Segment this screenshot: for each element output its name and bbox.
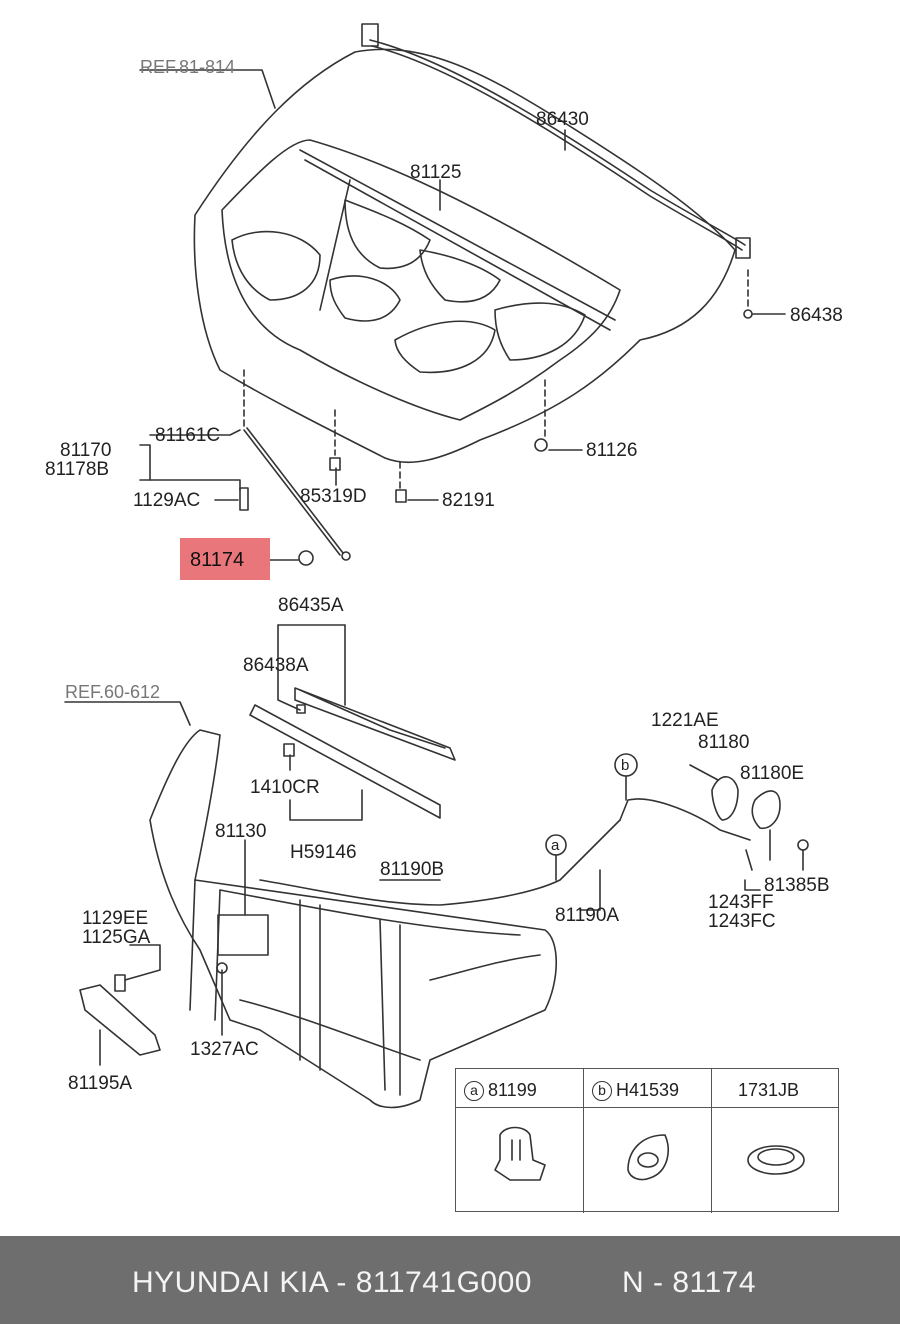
hood-weatherstrip — [361, 23, 751, 259]
part-label-81178B: 81178B — [45, 459, 110, 480]
hood-panel — [193, 48, 736, 464]
legend-cell-plain: 1731JB — [712, 1069, 838, 1213]
marker-a: a — [551, 837, 560, 854]
exploded-view-drawing — [64, 23, 809, 1181]
legend-part-H41539: H41539 — [616, 1080, 680, 1100]
part-label-81125: 81125 — [410, 162, 462, 183]
part-label-81195A: 81195A — [68, 1073, 133, 1094]
part-label-82191: 82191 — [442, 490, 495, 511]
part-label-86438A: 86438A — [243, 655, 309, 676]
part-label-1327AC: 1327AC — [190, 1039, 259, 1060]
part-label-81170: 81170 — [60, 440, 112, 461]
legend-part-81199: 81199 — [488, 1080, 537, 1100]
part-label-81180E: 81180E — [740, 763, 805, 784]
part-label-1243FC: 1243FC — [708, 911, 776, 932]
part-label-1410CR: 1410CR — [250, 777, 320, 798]
part-label-1243FF: 1243FF — [708, 892, 774, 913]
footer-bar: HYUNDAI KIA - 811741G000 N - 81174 — [0, 1236, 900, 1324]
parts-diagram: REF.81-814 REF.60-612 86430 81125 86438 … — [45, 23, 843, 1213]
footer-reference: N - 81174 — [622, 1266, 757, 1299]
highlighted-part-81174: 81174 — [180, 538, 270, 580]
part-label-1221AE: 1221AE — [651, 710, 719, 731]
hood-release-cable — [259, 798, 751, 906]
ref-panel: REF.60-612 — [65, 682, 161, 702]
part-label-85319D: 85319D — [300, 486, 367, 507]
footer-part-number: HYUNDAI KIA - 811741G000 — [132, 1266, 532, 1299]
part-label-81190A: 81190A — [555, 905, 620, 926]
part-label-81130: 81130 — [215, 821, 267, 842]
legend-marker-b: b — [592, 1081, 612, 1102]
part-label-81126: 81126 — [586, 440, 638, 461]
cowl-seals — [249, 687, 456, 819]
legend-part-1731JB: 1731JB — [738, 1080, 800, 1100]
part-label-81190B: 81190B — [380, 859, 445, 880]
legend-divider — [456, 1107, 838, 1108]
part-label-H59146: H59146 — [290, 842, 357, 863]
part-label-81180: 81180 — [698, 732, 750, 753]
part-label-86438: 86438 — [790, 305, 843, 326]
legend-icons — [494, 1126, 805, 1181]
ref-hood: REF.81-814 — [140, 57, 236, 77]
part-label-86430: 86430 — [536, 109, 589, 130]
part-label-81385B: 81385B — [764, 875, 830, 896]
part-label-1129EE: 1129EE — [82, 908, 149, 929]
radiator-support-panel — [149, 729, 558, 1109]
marker-b: b — [621, 757, 630, 774]
part-label-1129AC: 1129AC — [133, 490, 201, 511]
part-label-1125GA: 1125GA — [82, 927, 151, 948]
part-label-81161C: 81161C — [155, 425, 221, 446]
part-label-86435A: 86435A — [278, 595, 344, 616]
legend-marker-a: a — [464, 1081, 484, 1102]
